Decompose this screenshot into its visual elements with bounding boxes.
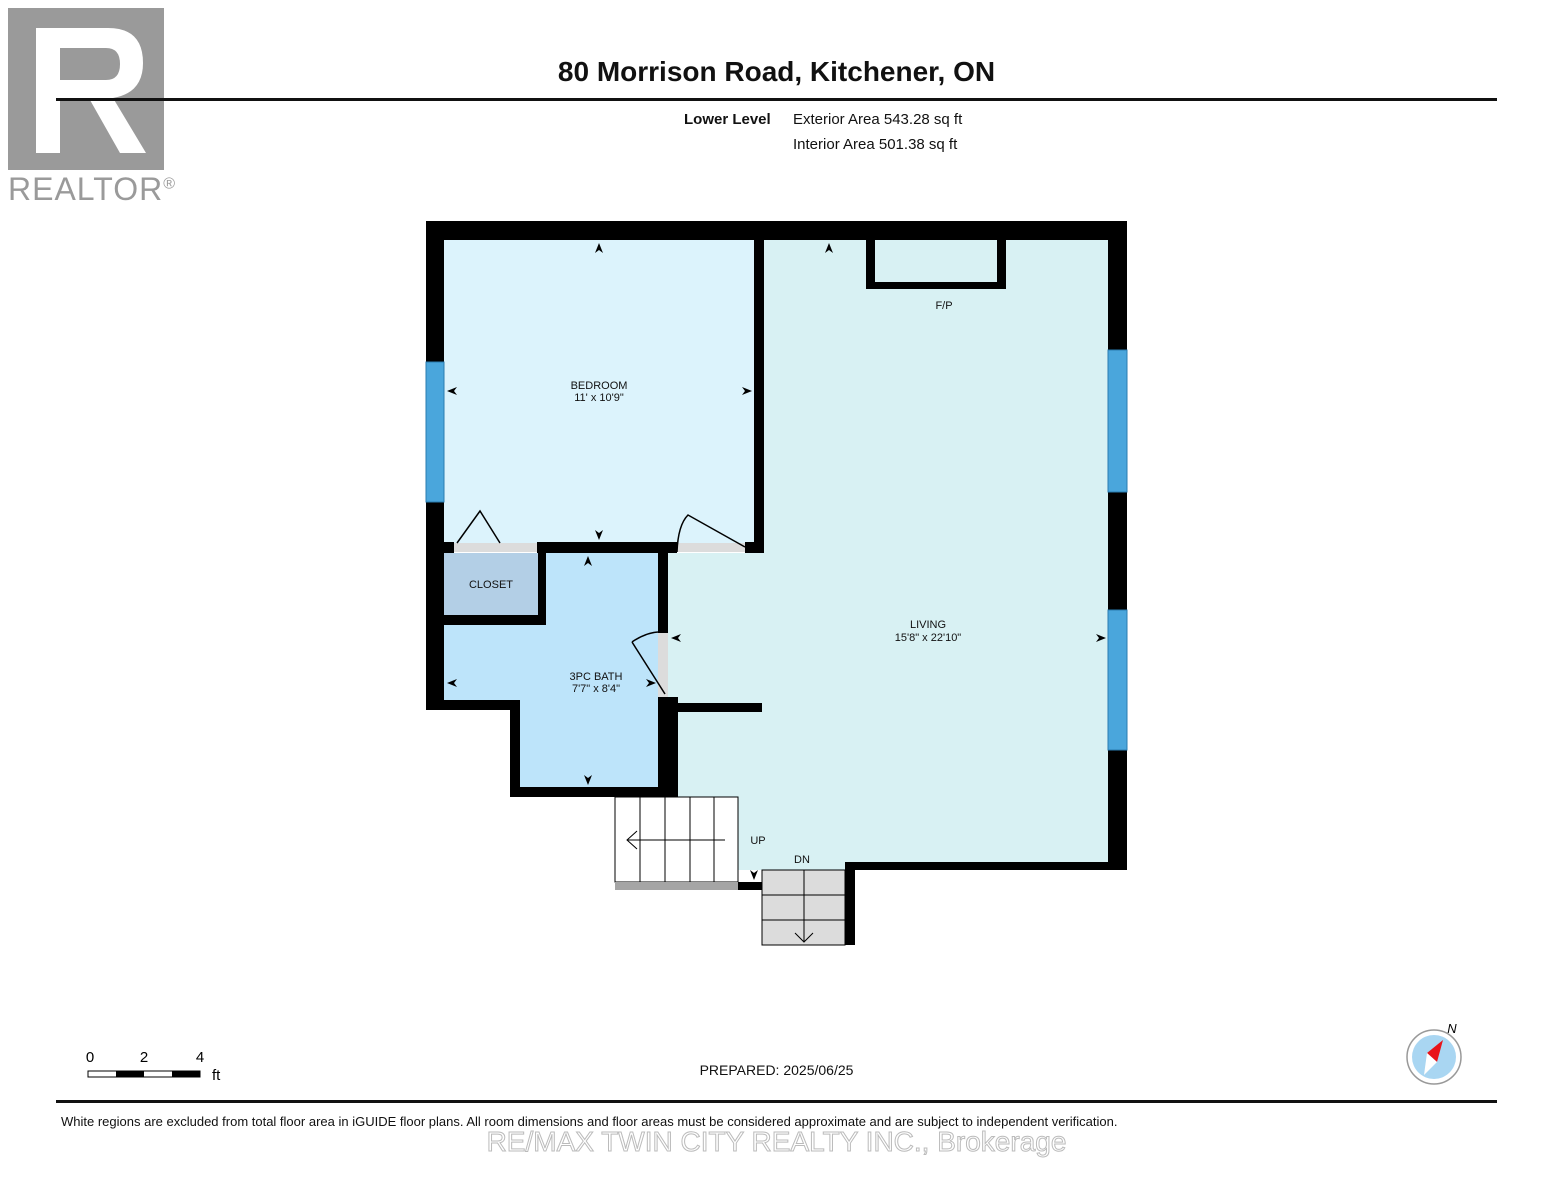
logo-text: REALTOR xyxy=(8,171,164,207)
scale-unit: ft xyxy=(212,1067,221,1084)
compass-north: N xyxy=(1447,1021,1457,1036)
fireplace-label: F/P xyxy=(935,300,952,312)
exterior-area: Exterior Area 543.28 sq ft xyxy=(793,111,963,128)
realtor-logo: REALTOR® xyxy=(8,8,178,208)
bath-door xyxy=(658,633,668,697)
bath-area xyxy=(444,553,660,790)
logo-mark: ® xyxy=(163,175,176,193)
room-dims-bedroom: 11' x 10'9" xyxy=(574,392,624,404)
dimension-arrows xyxy=(447,243,1106,880)
window xyxy=(1107,609,1128,751)
down-label: DN xyxy=(794,854,810,866)
footer-divider xyxy=(56,1100,1497,1103)
up-label: UP xyxy=(750,835,765,847)
room-dims-bath: 7'7" x 8'4" xyxy=(572,683,620,695)
scale-bar: 0 2 4 ft xyxy=(86,1049,221,1084)
room-name-bath: 3PC BATH xyxy=(570,671,623,683)
closet-door xyxy=(454,543,537,552)
stairs-up xyxy=(614,796,739,890)
fireplace xyxy=(875,240,997,282)
window xyxy=(425,361,445,503)
room-name-living: LIVING xyxy=(910,619,946,631)
bedroom-door xyxy=(677,543,745,552)
closet-area xyxy=(444,553,540,617)
realtor-r-icon xyxy=(8,8,164,170)
watermark: RE/MAX TWIN CITY REALTY INC., Brokerage xyxy=(486,1126,1067,1158)
disclaimer: White regions are excluded from total fl… xyxy=(61,1114,1118,1129)
scale-tick: 0 xyxy=(86,1049,94,1066)
page-title: 80 Morrison Road, Kitchener, ON xyxy=(557,56,996,87)
room-dims-living: 15'8" x 22'10" xyxy=(895,632,962,644)
stairs-down xyxy=(761,869,846,946)
bedroom-area xyxy=(444,240,756,548)
prepared-date: PREPARED: 2025/06/25 xyxy=(699,1062,854,1078)
scale-tick: 2 xyxy=(140,1049,148,1066)
interior-area: Interior Area 501.38 sq ft xyxy=(793,136,958,153)
window xyxy=(1107,349,1128,493)
header-divider xyxy=(56,98,1497,101)
compass-icon: N xyxy=(1406,1021,1462,1085)
room-name-closet: CLOSET xyxy=(469,579,513,591)
room-name-bedroom: BEDROOM xyxy=(571,380,628,392)
level-name: Lower Level xyxy=(684,111,771,128)
living-area xyxy=(668,240,1108,870)
scale-tick: 4 xyxy=(196,1049,204,1066)
